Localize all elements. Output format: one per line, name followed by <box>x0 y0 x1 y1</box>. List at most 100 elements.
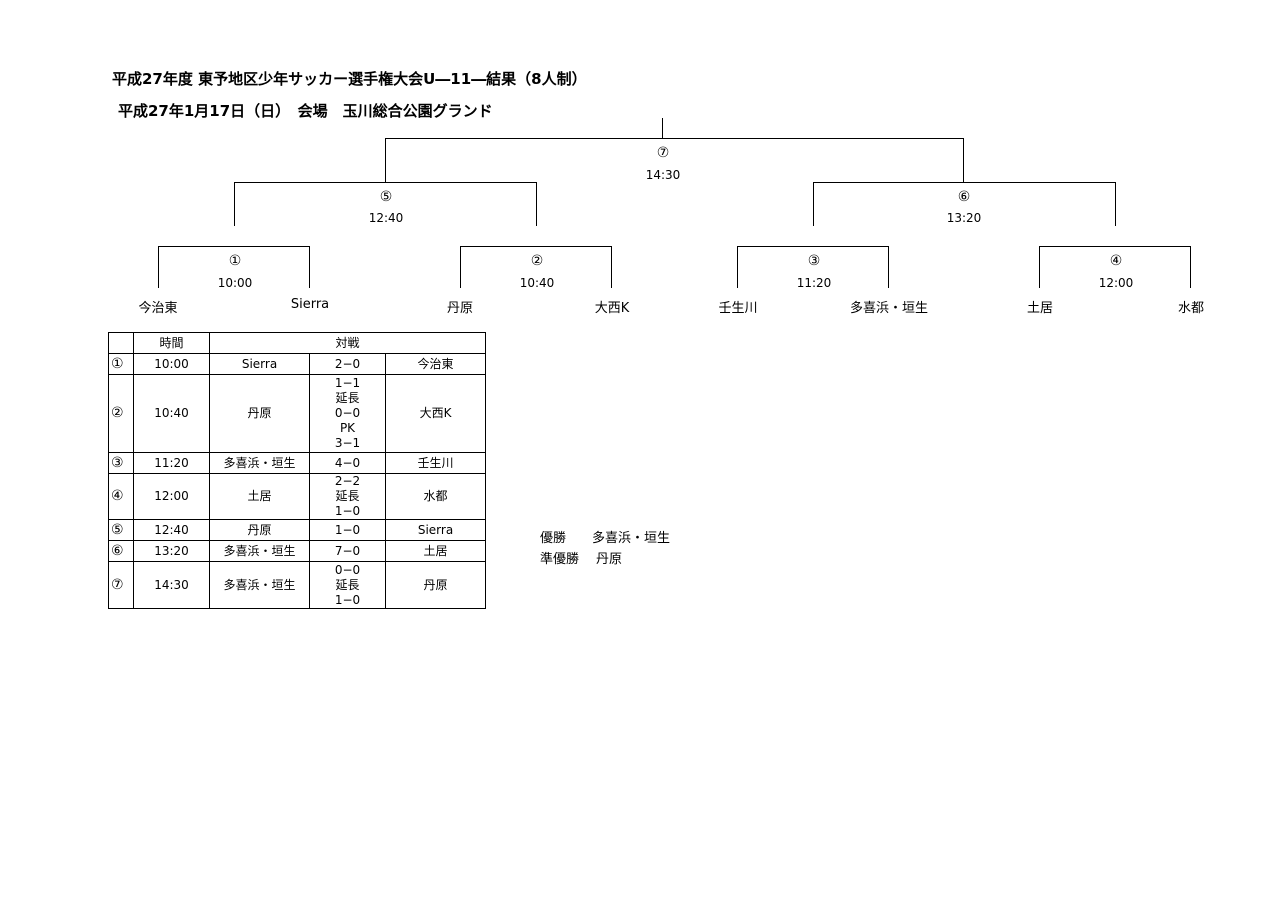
team-1: 丹原 <box>209 374 310 453</box>
match-time: 11:20 <box>133 452 210 474</box>
match-time-q2: 10:40 <box>519 276 555 290</box>
match-number: ④ <box>108 473 134 520</box>
match-time-q4: 12:00 <box>1098 276 1134 290</box>
runner-up-team: 丹原 <box>596 552 623 567</box>
score-cell: 1−0 <box>309 519 386 541</box>
team-1: 丹原 <box>209 519 310 541</box>
score-line: 延長 <box>335 391 360 405</box>
team-name: Sierra <box>290 297 330 312</box>
match-time: 10:00 <box>133 353 210 375</box>
score-line: 7−0 <box>334 543 361 558</box>
score-line: 1−0 <box>334 592 361 607</box>
team-name: 大西K <box>594 301 630 316</box>
team-2: Sierra <box>385 519 486 541</box>
bracket-line <box>1039 246 1191 247</box>
match-time-semi-1: 12:40 <box>368 211 404 225</box>
team-2: 丹原 <box>385 561 486 609</box>
bracket-line <box>234 182 537 183</box>
bracket-line <box>1039 246 1040 288</box>
match-number: ③ <box>108 452 134 474</box>
bracket-line <box>234 182 235 226</box>
team-1: Sierra <box>209 353 310 375</box>
match-number-final: ⑦ <box>656 145 670 161</box>
team-2: 土居 <box>385 540 486 562</box>
winner-team: 多喜浜・垣生 <box>592 531 671 546</box>
header-time: 時間 <box>133 332 210 354</box>
match-time-semi-2: 13:20 <box>946 211 982 225</box>
bracket-line <box>1115 182 1116 226</box>
match-number: ⑤ <box>108 519 134 541</box>
score-line: 4−0 <box>334 455 361 470</box>
match-number: ⑥ <box>108 540 134 562</box>
table-header-row: 時間 対戦 <box>108 332 486 354</box>
match-number-q2: ② <box>530 253 544 269</box>
match-number-q4: ④ <box>1109 253 1123 269</box>
score-line: 1−1 <box>334 376 361 390</box>
page-title: 平成27年度 東予地区少年サッカー選手権大会U―11―結果（8人制） <box>112 70 587 88</box>
score-line: 3−1 <box>334 436 361 450</box>
score-cell: 4−0 <box>309 452 386 474</box>
bracket-line <box>737 246 889 247</box>
team-2: 今治東 <box>385 353 486 375</box>
score-line: PK <box>339 421 356 435</box>
team-name: 土居 <box>1026 301 1054 316</box>
header-cell <box>108 332 134 354</box>
winner-line: 優勝 多喜浜・垣生 <box>540 527 670 546</box>
score-line: 0−0 <box>334 406 361 420</box>
match-number-q1: ① <box>228 253 242 269</box>
team-1: 多喜浜・垣生 <box>209 561 310 609</box>
team-2: 壬生川 <box>385 452 486 474</box>
team-2: 大西K <box>385 374 486 453</box>
score-cell: 7−0 <box>309 540 386 562</box>
bracket-line <box>460 246 461 288</box>
bracket-line <box>1190 246 1191 288</box>
score-line: 2−2 <box>334 474 361 488</box>
bracket-line <box>813 182 814 226</box>
match-number-semi-2: ⑥ <box>957 189 971 205</box>
match-time-q3: 11:20 <box>796 276 832 290</box>
bracket-line <box>662 118 663 138</box>
score-line: 2−0 <box>334 356 361 371</box>
bracket-line <box>737 246 738 288</box>
match-time: 14:30 <box>133 561 210 609</box>
runner-up-line: 準優勝 丹原 <box>540 548 622 567</box>
winner-label: 優勝 <box>540 531 567 546</box>
runner-up-label: 準優勝 <box>540 552 580 567</box>
match-time: 12:40 <box>133 519 210 541</box>
bracket-line <box>385 138 964 139</box>
team-2: 水都 <box>385 473 486 520</box>
match-time: 10:40 <box>133 374 210 453</box>
bracket-line <box>536 182 537 226</box>
team-name: 水都 <box>1177 301 1205 316</box>
match-time-final: 14:30 <box>645 168 681 182</box>
match-number-semi-1: ⑤ <box>379 189 393 205</box>
page-subtitle: 平成27年1月17日（日） 会場 玉川総合公園グランド <box>118 102 493 120</box>
bracket-line <box>158 246 310 247</box>
bracket-line <box>158 246 159 288</box>
bracket-line <box>385 138 386 182</box>
match-time: 12:00 <box>133 473 210 520</box>
team-1: 多喜浜・垣生 <box>209 540 310 562</box>
match-time: 13:20 <box>133 540 210 562</box>
score-cell: 2−0 <box>309 353 386 375</box>
match-time-q1: 10:00 <box>217 276 253 290</box>
bracket-line <box>888 246 889 288</box>
match-number: ① <box>108 353 134 375</box>
score-line: 1−0 <box>334 522 361 537</box>
team-1: 多喜浜・垣生 <box>209 452 310 474</box>
bracket-line <box>813 182 1116 183</box>
match-number: ⑦ <box>108 561 134 609</box>
header-match: 対戦 <box>209 332 486 354</box>
bracket-line <box>963 138 964 182</box>
